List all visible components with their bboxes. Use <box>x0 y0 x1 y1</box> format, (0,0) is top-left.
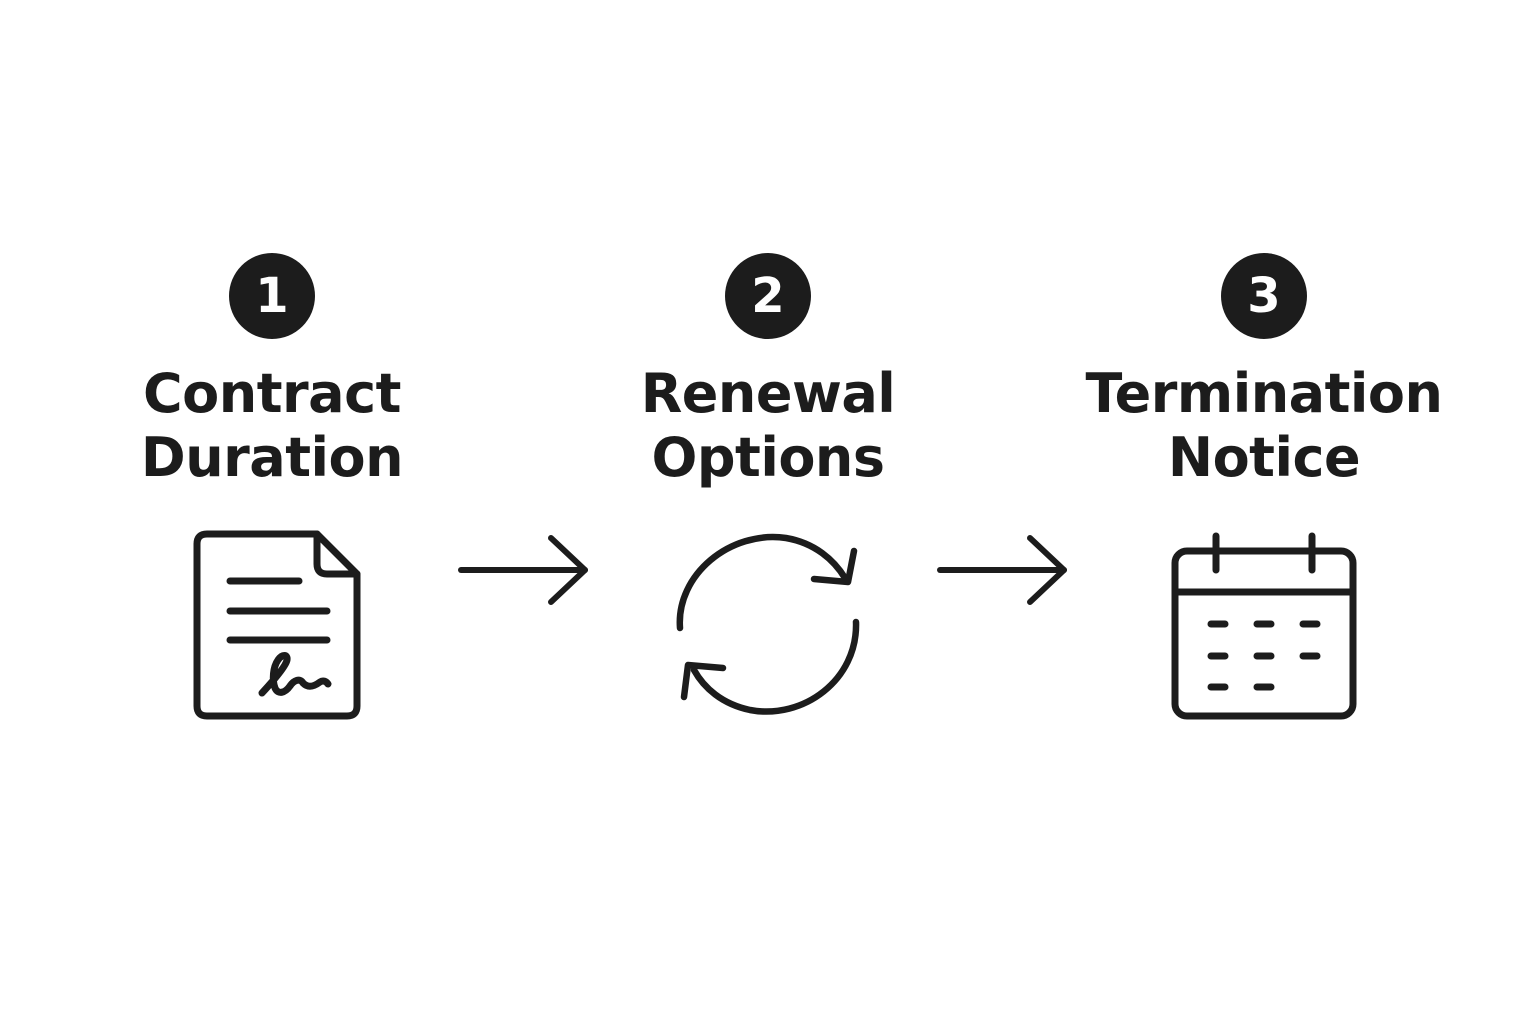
step-title: Contract Duration <box>72 362 472 490</box>
step-title-line: Termination <box>1085 362 1443 425</box>
step-title-line: Notice <box>1167 426 1361 489</box>
step-title-line: Options <box>651 426 885 489</box>
step-title-line: Renewal <box>640 362 896 425</box>
contract-document-icon <box>193 530 361 720</box>
step-number-badge: 1 <box>229 253 315 339</box>
step-number-badge: 3 <box>1221 253 1307 339</box>
step-renewal-options: 2 Renewal Options <box>568 0 968 1024</box>
step-number-badge: 2 <box>725 253 811 339</box>
step-title-line: Duration <box>140 426 404 489</box>
flow-arrow-icon <box>937 535 1067 605</box>
step-title-line: Contract <box>143 362 401 425</box>
step-contract-duration: 1 Contract Duration <box>72 0 472 1024</box>
renewal-cycle-icon <box>676 533 860 715</box>
calendar-icon <box>1171 532 1357 720</box>
flow-arrow-icon <box>458 535 588 605</box>
step-title: Renewal Options <box>568 362 968 490</box>
step-termination-notice: 3 Termination Notice <box>1064 0 1464 1024</box>
step-title: Termination Notice <box>1064 362 1464 490</box>
